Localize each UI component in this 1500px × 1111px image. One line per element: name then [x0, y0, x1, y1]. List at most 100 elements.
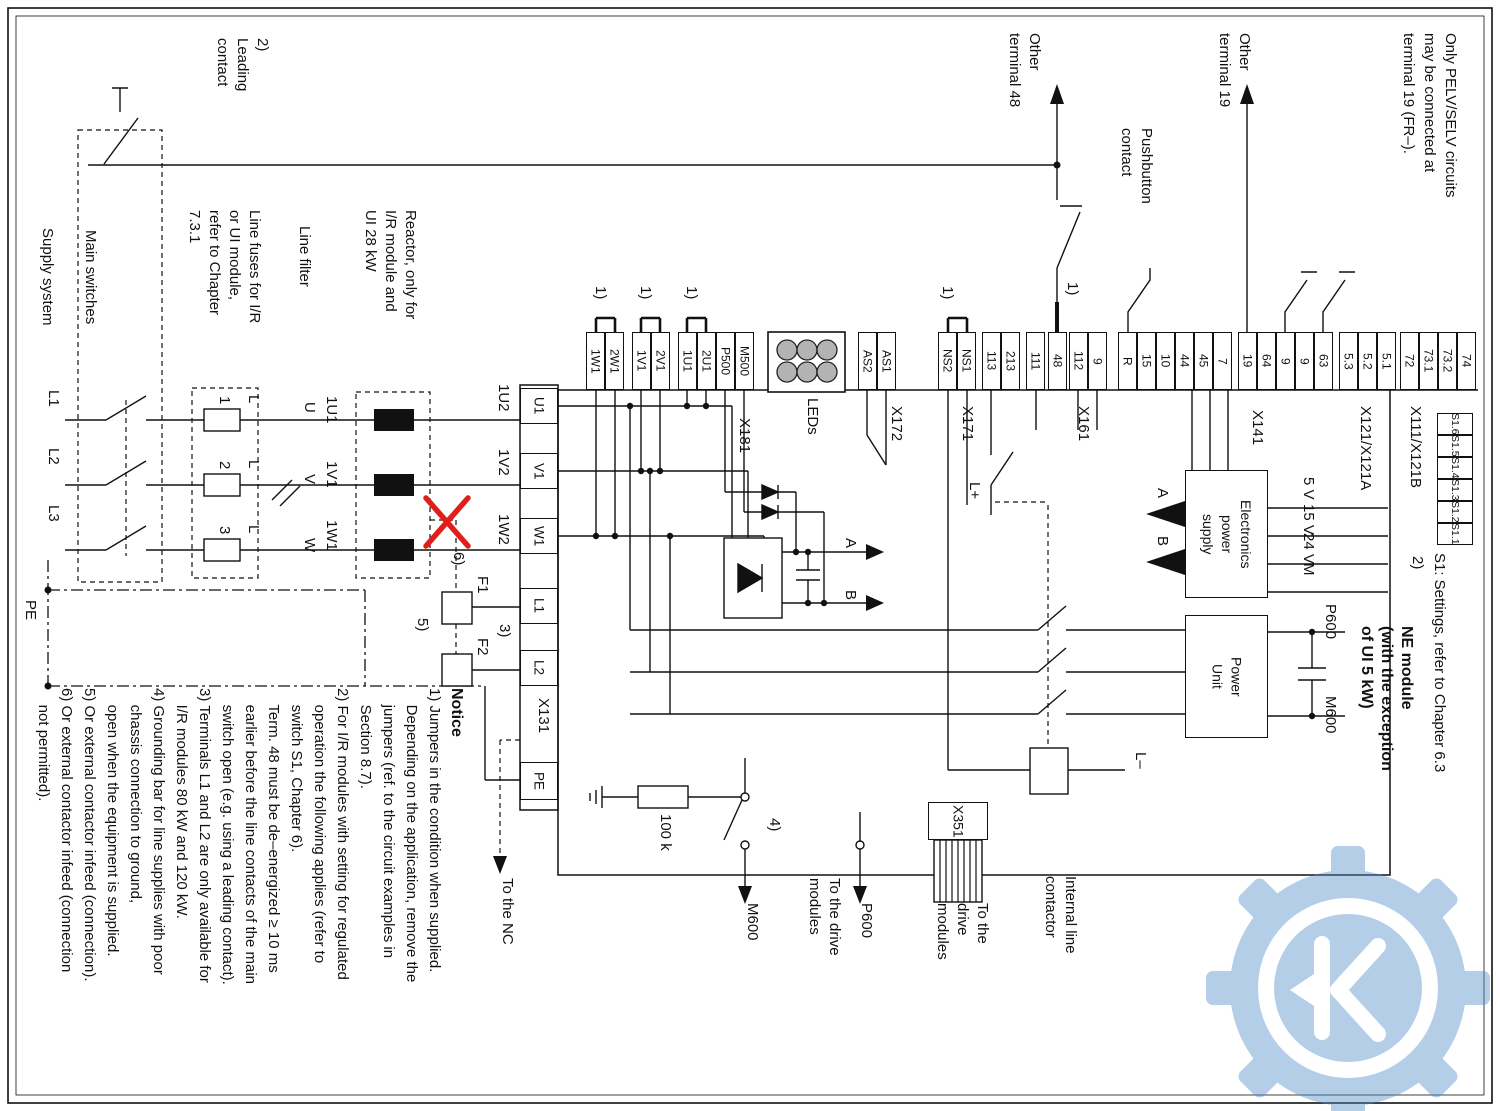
line-fuses-note: Line fuses for I/R or UI module, refer t…	[186, 210, 263, 324]
connector-x172: X172	[888, 406, 905, 442]
reactor-w: W	[301, 538, 318, 553]
strip-terminal-PE: PE	[520, 762, 558, 800]
connector-x161: X161	[1075, 406, 1092, 442]
strip-terminal-V1: V1	[520, 453, 558, 489]
other-terminal-19: Other terminal 19	[1216, 33, 1253, 108]
terminal-X141-10: 10	[1156, 332, 1175, 390]
out-m-label: M	[1300, 563, 1317, 576]
arrow-right-b	[866, 595, 884, 611]
note-5-ref: 5)	[414, 618, 431, 632]
wire-1u2: 1U2	[495, 384, 512, 412]
terminal-X161-111: 111	[1026, 332, 1045, 390]
switch-S1.4: S1.4	[1437, 457, 1473, 479]
terminal-X171-NS2: NS2	[938, 332, 957, 390]
notice-heading: Notice	[448, 688, 465, 737]
jumper-note-1a: 1)	[592, 286, 609, 300]
terminal-X141b-19: 19	[1238, 332, 1257, 390]
resistor-100k-label: 100 k	[657, 814, 674, 851]
inner-border	[15, 15, 1485, 1096]
note-2-s1: 2)	[1409, 556, 1426, 570]
fuse-l-1: L	[245, 395, 262, 404]
note-6-ref: 6)	[450, 552, 467, 566]
reactor-v: V	[301, 474, 318, 485]
terminal-X121-5.2: 5.2	[1358, 332, 1377, 390]
diode-symbols	[737, 483, 780, 594]
terminal-X161-213: 213	[1001, 332, 1020, 390]
x351-box: X351	[928, 802, 988, 840]
x131-label: X131	[535, 698, 552, 734]
electronics-power-supply-box: Electronics power supply	[1185, 470, 1268, 598]
arrow-down-p600	[853, 886, 867, 904]
terminal-X172-AS2: AS2	[858, 332, 877, 390]
m600-arrow-label: M600	[744, 903, 761, 941]
signal-a-label: A	[1154, 488, 1171, 499]
phase-l1-label: L1	[45, 390, 62, 407]
pe-dashdot-wires	[47, 560, 485, 690]
terminal-X181-2U1: 2U1	[697, 332, 716, 390]
notice-body: 1) Jumpers in the condition when supplie…	[35, 688, 443, 985]
pelv-note: Only PELV/SELV circuits may be connected…	[1400, 33, 1459, 198]
terminal-X141-15: 15	[1137, 332, 1156, 390]
leds-label: LEDs	[804, 398, 821, 435]
arrow-left-a	[1146, 500, 1188, 528]
wire-1w2: 1W2	[495, 514, 512, 545]
terminal-X141b-9: 9	[1295, 332, 1314, 390]
terminal-X121-5.1: 5.1	[1377, 332, 1396, 390]
leading-contact-note: 2) Leading contact	[214, 38, 271, 92]
terminal-X141b-63: 63	[1314, 332, 1333, 390]
terminal-X111-73.2: 73.2	[1438, 332, 1457, 390]
arrow-left-b	[1146, 548, 1188, 576]
terminal-X172-AS1: AS1	[877, 332, 896, 390]
to-drive-modules-1: To the drive modules	[806, 878, 843, 956]
fuse-f2-label: F2	[474, 638, 491, 656]
fuse-l-3: L	[245, 525, 262, 534]
terminal-X181-M500: M500	[735, 332, 754, 390]
out-15v-label: 15 V	[1300, 504, 1317, 535]
fuse-f2-symbol	[441, 653, 473, 687]
terminal-X181-1W1: 1W1	[586, 332, 605, 390]
jumper-note-1c: 1)	[683, 286, 700, 300]
arrow-right-a	[866, 544, 884, 560]
terminal-X181-2V1: 2V1	[651, 332, 670, 390]
strip-terminal-U1: U1	[520, 388, 558, 424]
terminal-X141-44: 44	[1175, 332, 1194, 390]
terminal-X161-9: 9	[1088, 332, 1107, 390]
arrow-down-m600	[738, 886, 752, 904]
fuse-number-1: 1	[216, 396, 233, 405]
signal-b-label: B	[1154, 536, 1171, 547]
connector-x111: X111/X121B	[1407, 406, 1424, 489]
out-24v-label: 24 V	[1300, 533, 1317, 564]
terminal-X141-R: R	[1118, 332, 1137, 390]
main-switches-label: Main switches	[82, 230, 99, 325]
note-3-ref: 3)	[496, 624, 513, 638]
contactor-coil	[1029, 747, 1069, 795]
terminal-X141b-64: 64	[1257, 332, 1276, 390]
electronics-power-supply-label: Electronics power supply	[1200, 499, 1254, 569]
switch-S1.5: S1.5	[1437, 435, 1473, 457]
reactor-u: U	[301, 402, 318, 413]
fuse-number-3: 3	[216, 526, 233, 535]
jumper-bars	[594, 316, 969, 332]
terminal-X111-72: 72	[1400, 332, 1419, 390]
x351-label: X351	[950, 804, 967, 838]
not-permitted-cross-icon	[423, 495, 471, 549]
terminal-X181-1U1: 1U1	[678, 332, 697, 390]
internal-line-contactor: Internal line contactor	[1042, 876, 1079, 954]
jumper-note-1e: 1)	[1064, 282, 1081, 296]
l-minus-label: L–	[1132, 752, 1149, 769]
reactor-1v1: 1V1	[323, 461, 340, 488]
switch-terminals	[740, 792, 865, 850]
reactor-1u1: 1U1	[323, 396, 340, 424]
terminal-X111-74: 74	[1457, 332, 1476, 390]
jumper-note-1b: 1)	[637, 286, 654, 300]
fuse-3-symbol	[203, 538, 241, 562]
arrowheads	[493, 84, 1254, 904]
rail-a-label: A	[842, 538, 859, 549]
terminal-X161-112: 112	[1069, 332, 1088, 390]
out-5v-label: 5 V	[1300, 477, 1317, 500]
terminal-X141-45: 45	[1194, 332, 1213, 390]
fuse-1-symbol	[203, 408, 241, 432]
fuse-f1-symbol	[441, 591, 473, 625]
strip-terminal-W1: W1	[520, 518, 558, 554]
